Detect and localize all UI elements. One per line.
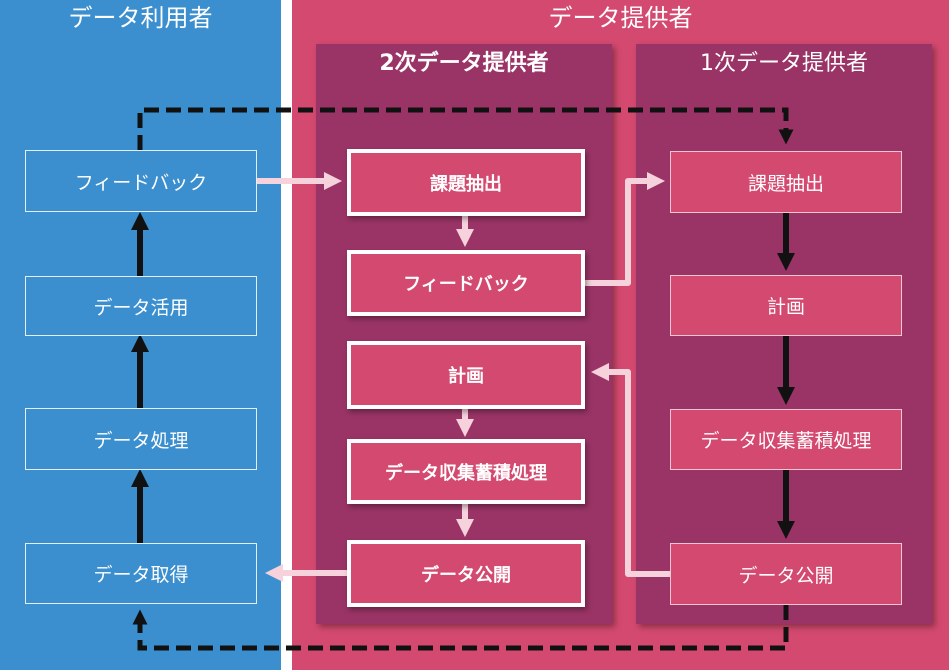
- primary-provider-title: 1次データ提供者: [700, 51, 868, 76]
- dashed-publication-path: [132, 605, 789, 651]
- secondary-step-publication: データ公開: [347, 540, 585, 607]
- primary-step-issue-extraction: 課題抽出: [670, 151, 902, 213]
- secondary-provider-title: 2次データ提供者: [379, 51, 549, 76]
- user-step-feedback: フィードバック: [25, 150, 257, 212]
- data-user-title: データ利用者: [68, 4, 213, 32]
- arrow-primary-publish-to-secondary-plan: [591, 363, 670, 577]
- primary-step-publication: データ公開: [670, 543, 902, 605]
- primary-step-collection: データ収集蓄積処理: [670, 409, 902, 470]
- user-step-data-acquisition: データ取得: [25, 543, 257, 604]
- secondary-step-feedback: フィードバック: [347, 250, 585, 316]
- secondary-step-plan: 計画: [347, 341, 585, 409]
- dashed-feedback-loop: [137, 107, 794, 150]
- user-step-data-use: データ活用: [25, 276, 257, 336]
- secondary-step-collection: データ収集蓄積処理: [347, 439, 585, 504]
- arrow-secondary-feedback-to-primary: [585, 172, 665, 286]
- primary-step-plan: 計画: [670, 275, 902, 336]
- secondary-step-issue-extraction: 課題抽出: [347, 149, 585, 216]
- data-provider-title: データ提供者: [548, 4, 693, 32]
- user-step-data-processing: データ処理: [25, 408, 257, 470]
